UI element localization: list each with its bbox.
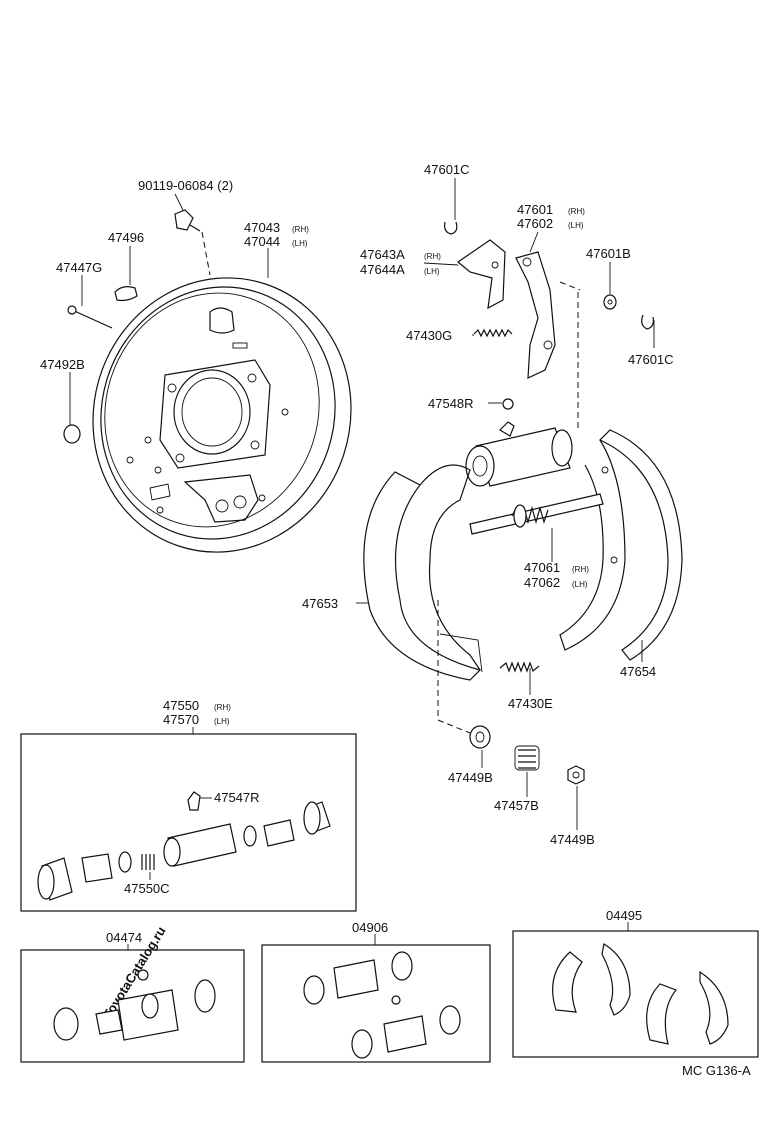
spring-e-icon: [499, 661, 540, 673]
clip-top-icon: [444, 221, 458, 235]
strut-drawing: [457, 239, 506, 310]
callout-adjuster-rh: 47061: [524, 560, 560, 575]
wheel-cylinder-box: [20, 733, 357, 912]
callout-kit-cups: 04906: [352, 920, 388, 935]
callout-cylinder-lh: 47570: [163, 712, 199, 727]
side-label-lh: (LH): [214, 717, 230, 726]
kit-shoes-drawing: [552, 943, 729, 1045]
side-label-rh: (RH): [214, 703, 231, 712]
callout-strut-lh: 47644A: [360, 262, 405, 277]
side-label-lh: (LH): [424, 267, 440, 276]
kit-cups-box: [261, 944, 491, 1063]
shoe-left-drawing: [363, 464, 483, 681]
callout-bolt: 90119-06084 (2): [138, 178, 233, 193]
callout-washer: 47601B: [586, 246, 631, 261]
cup-right-icon: [567, 765, 585, 785]
shoe-right-drawing: [559, 429, 683, 661]
callout-bleeder-plug: 47547R: [214, 790, 260, 805]
plug-icon: [114, 286, 138, 302]
callout-cylinder-rh: 47550: [163, 698, 199, 713]
side-label-rh: (RH): [572, 565, 589, 574]
side-label-rh: (RH): [292, 225, 309, 234]
grommet-icon: [63, 424, 81, 444]
leader-lines: [69, 178, 655, 830]
callout-cylinder-spring: 47550C: [124, 881, 170, 896]
washer-icon: [603, 294, 617, 310]
callout-clip-right: 47601C: [628, 352, 674, 367]
callout-pin: 47447G: [56, 260, 102, 275]
callout-spring-e: 47430E: [508, 696, 553, 711]
callout-cup-left: 47449B: [448, 770, 493, 785]
callout-backing-plate-lh: 47044: [244, 234, 280, 249]
callout-shoe-right: 47654: [620, 664, 656, 679]
callout-clip-top: 47601C: [424, 162, 470, 177]
callout-shoe-left: 47653: [302, 596, 338, 611]
clip-right-icon: [641, 314, 654, 330]
wheel-cylinder-exploded-drawing: [37, 791, 331, 901]
pin-icon: [67, 305, 113, 329]
callout-cup-right: 47449B: [550, 832, 595, 847]
callout-grommet: 47492B: [40, 357, 85, 372]
diagram-id: MC G136-A: [682, 1063, 751, 1078]
bolt-icon: [174, 209, 211, 276]
callout-adjuster-lh: 47062: [524, 575, 560, 590]
wheel-cylinder-drawing: [465, 398, 573, 487]
hold-spring-icon: [514, 745, 540, 771]
spring-g-icon: [473, 328, 513, 338]
side-label-rh: (RH): [424, 252, 441, 261]
kit-cylinder-box: [20, 949, 245, 1063]
side-label-lh: (LH): [292, 239, 308, 248]
side-label-lh: (LH): [568, 221, 584, 230]
kit-cylinder-drawing: [53, 969, 216, 1041]
cup-left-icon: [469, 725, 491, 749]
callout-strut-rh: 47643A: [360, 247, 405, 262]
callout-plug: 47496: [108, 230, 144, 245]
callout-lever-lh: 47602: [517, 216, 553, 231]
adjuster-drawing: [469, 493, 604, 535]
callout-backing-plate-rh: 47043: [244, 220, 280, 235]
side-label-rh: (RH): [568, 207, 585, 216]
parking-lever-drawing: [515, 251, 556, 379]
callout-spring-g: 47430G: [406, 328, 452, 343]
callout-hold-spring: 47457B: [494, 798, 539, 813]
kit-cups-drawing: [303, 951, 461, 1059]
kit-shoes-box: [512, 930, 759, 1058]
callout-lever-rh: 47601: [517, 202, 553, 217]
callout-kit-shoes: 04495: [606, 908, 642, 923]
callout-bleeder-cap: 47548R: [428, 396, 474, 411]
side-label-lh: (LH): [572, 580, 588, 589]
backing-plate-drawing: [92, 277, 352, 553]
callout-kit-cylinder: 04474: [106, 930, 142, 945]
